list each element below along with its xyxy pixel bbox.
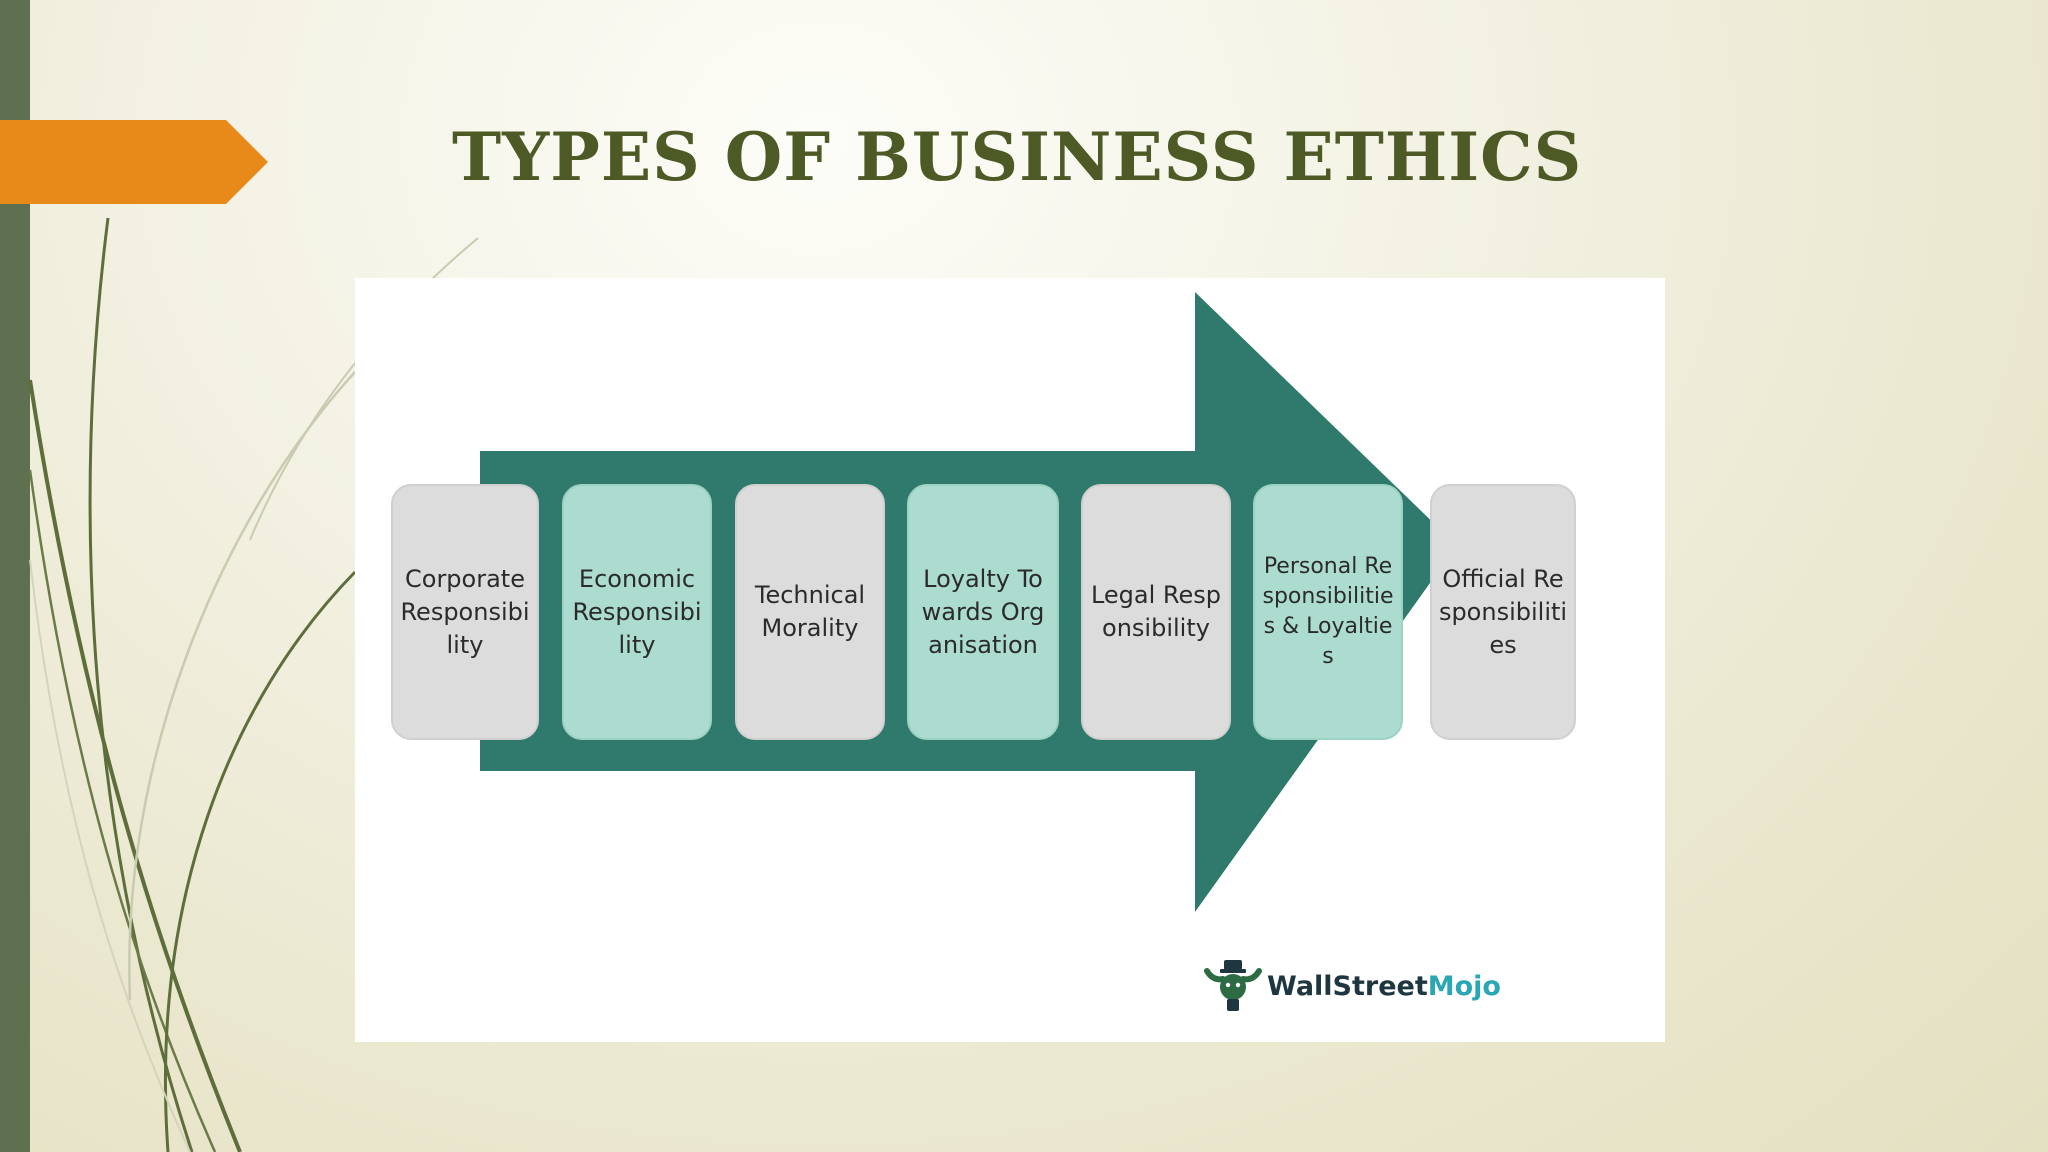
orange-tab-marker	[0, 120, 268, 204]
decorative-curves	[28, 217, 479, 1152]
box-label: Technical Morality	[754, 581, 866, 642]
box-label: Legal Responsibility	[1090, 581, 1222, 642]
box-label: Loyalty Towards Organisation	[921, 564, 1045, 659]
bull-mascot-icon	[1204, 960, 1262, 1011]
slide-title: Types of Business Ethics	[452, 118, 1583, 196]
box-label: Personal Responsibilities & Loyalties	[1262, 554, 1394, 669]
box-label: Official Responsibilities	[1438, 564, 1568, 659]
diagram-panel: Corporate Responsibility Economic Respon…	[355, 278, 1665, 1042]
wallstreetmojo-logo: WallStreetMojo	[1203, 958, 1501, 1014]
box-personal-responsibilities-loyalties: Personal Responsibilities & Loyalties	[1253, 484, 1403, 740]
logo-wordmark-part2: Mojo	[1427, 970, 1501, 1002]
box-legal-responsibility: Legal Responsibility	[1081, 484, 1231, 740]
box-loyalty-towards-organisation: Loyalty Towards Organisation	[907, 484, 1059, 740]
box-corporate-responsibility: Corporate Responsibility	[391, 484, 539, 740]
box-label: Economic Responsibility	[572, 564, 702, 659]
box-technical-morality: Technical Morality	[735, 484, 885, 740]
box-official-responsibilities: Official Responsibilities	[1430, 484, 1576, 740]
box-label: Corporate Responsibility	[400, 564, 530, 659]
logo-wordmark-part1: WallStreet	[1267, 970, 1428, 1002]
logo-wordmark: WallStreetMojo	[1267, 971, 1501, 1002]
box-economic-responsibility: Economic Responsibility	[562, 484, 712, 740]
